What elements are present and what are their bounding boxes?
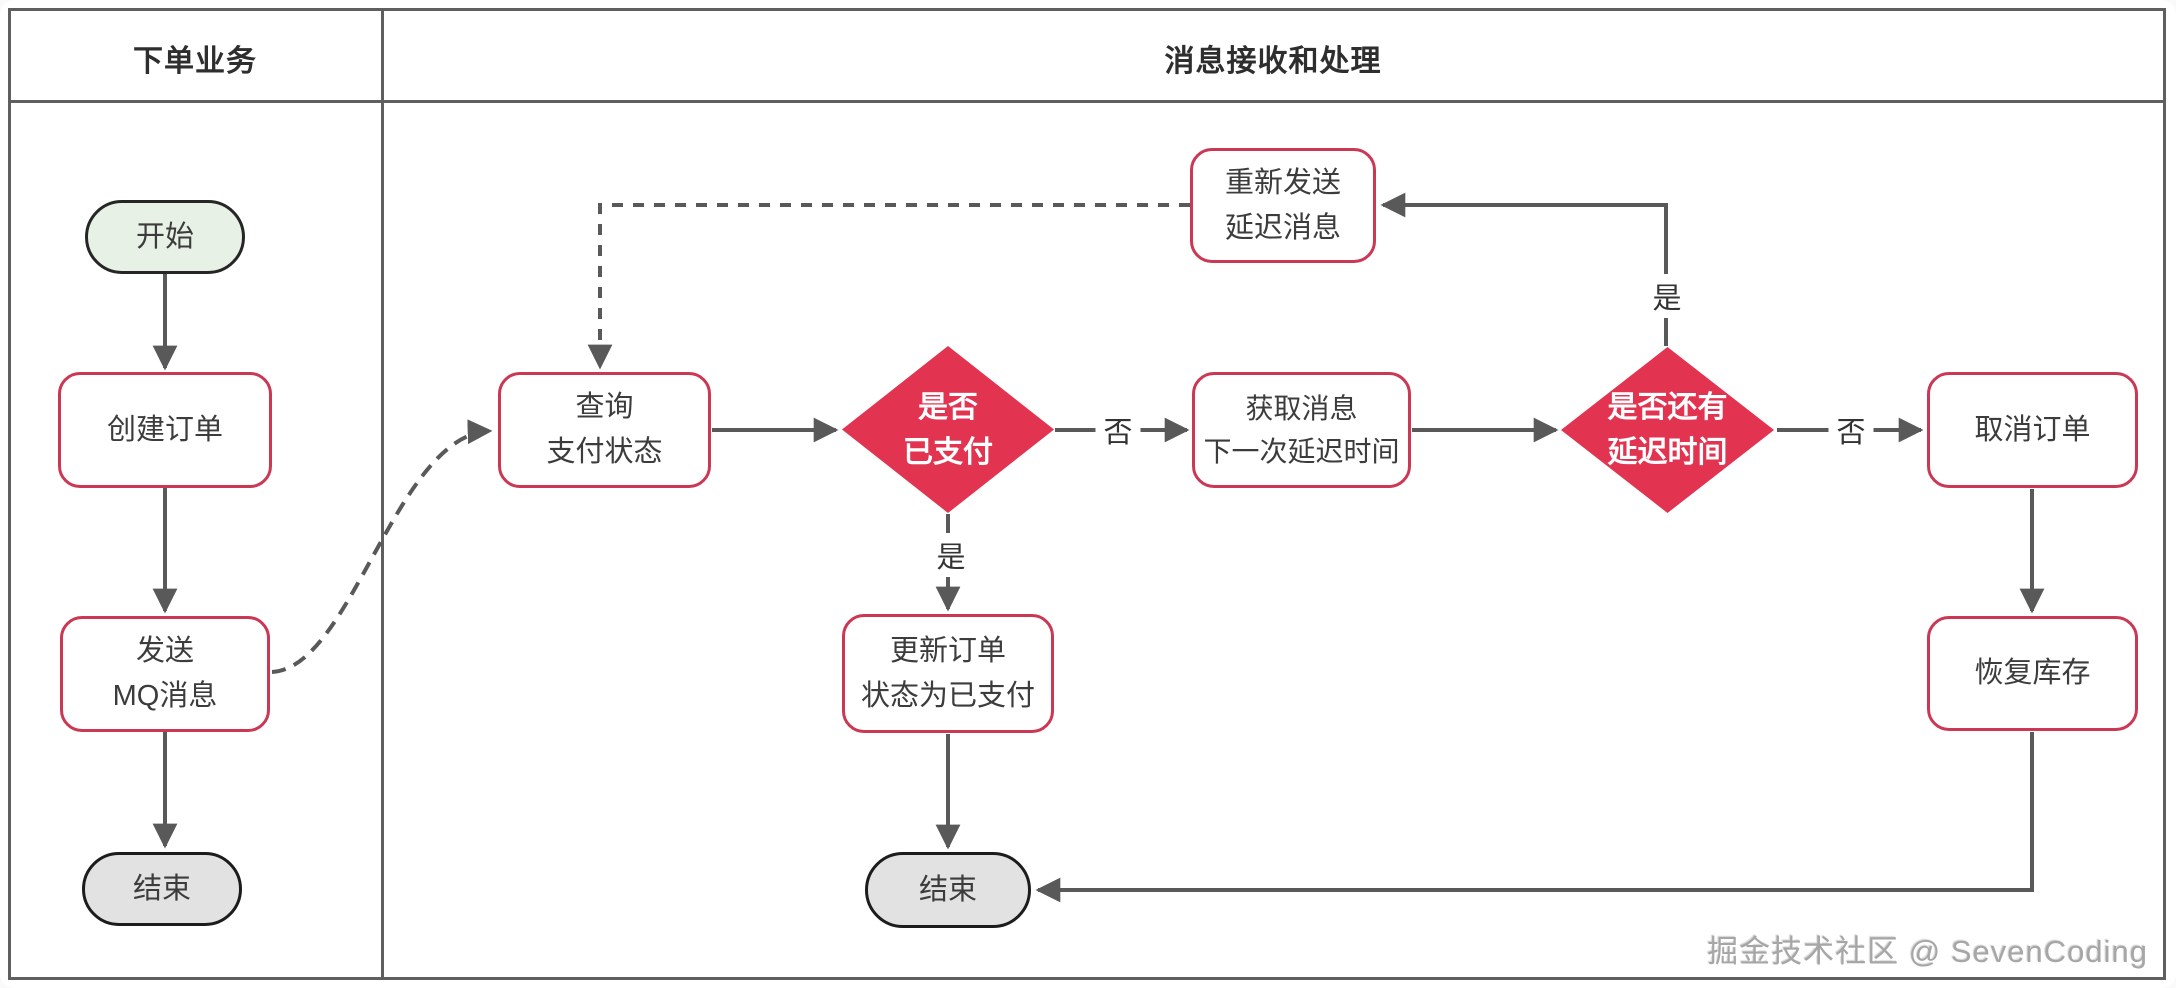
node-restore-stock-label: 恢复库存 — [1974, 657, 2091, 690]
edge-label-has-delay-no: 否 — [1828, 408, 1874, 452]
lane-title-message-processing: 消息接收和处理 — [1164, 45, 1382, 78]
node-start-label: 开始 — [135, 220, 194, 253]
node-query-line1: 查询 — [575, 391, 634, 424]
decision-has-delay-time: 是否还有 延迟时间 — [1561, 347, 1774, 513]
edge-label-is-paid-yes: 是 — [928, 533, 974, 577]
lane-title-order-business: 下单业务 — [133, 45, 257, 78]
node-cancel-order-label: 取消订单 — [1974, 413, 2091, 446]
node-query-line2: 支付状态 — [546, 436, 663, 468]
decision-has-delay-line1: 是否还有 — [1607, 391, 1728, 424]
node-resend-line2: 延迟消息 — [1224, 211, 1341, 244]
lane-header-separator — [8, 100, 2166, 103]
node-resend-line1: 重新发送 — [1224, 166, 1341, 199]
node-resend-delay-message: 重新发送 延迟消息 — [1190, 148, 1376, 263]
node-update-order-paid: 更新订单 状态为已支付 — [842, 614, 1054, 733]
node-end-right-label: 结束 — [918, 873, 977, 906]
node-cancel-order: 取消订单 — [1927, 372, 2138, 488]
diagram-outer-frame — [8, 8, 2166, 980]
node-get-next-delay-time: 获取消息 下一次延迟时间 — [1192, 372, 1411, 488]
lane-divider-line — [381, 8, 384, 980]
edge-label-is-paid-no: 否 — [1095, 408, 1141, 452]
node-update-order-line2: 状态为已支付 — [860, 679, 1035, 712]
node-restore-stock: 恢复库存 — [1927, 616, 2138, 731]
node-end-left: 结束 — [82, 852, 242, 926]
node-create-order-label: 创建订单 — [106, 413, 223, 446]
node-start: 开始 — [85, 200, 245, 274]
node-query-payment-status: 查询 支付状态 — [498, 372, 711, 488]
node-update-order-line1: 更新订单 — [889, 634, 1006, 667]
decision-has-delay-line2: 延迟时间 — [1607, 436, 1728, 469]
watermark-text: 掘金技术社区 @ SevenCoding — [1707, 934, 2148, 969]
node-end-left-label: 结束 — [132, 872, 191, 905]
node-end-right: 结束 — [865, 852, 1031, 928]
edge-label-has-delay-yes: 是 — [1644, 274, 1690, 318]
node-send-mq-line2: MQ消息 — [112, 680, 218, 712]
node-send-mq-message: 发送 MQ消息 — [60, 616, 270, 732]
node-create-order: 创建订单 — [58, 372, 272, 488]
node-get-delay-line1: 获取消息 — [1245, 392, 1358, 424]
decision-is-paid: 是否 已支付 — [842, 346, 1054, 513]
node-send-mq-line1: 发送 — [135, 635, 194, 668]
node-get-delay-line2: 下一次延迟时间 — [1203, 436, 1400, 467]
decision-is-paid-line1: 是否 — [918, 390, 978, 424]
decision-is-paid-line2: 已支付 — [903, 435, 993, 469]
